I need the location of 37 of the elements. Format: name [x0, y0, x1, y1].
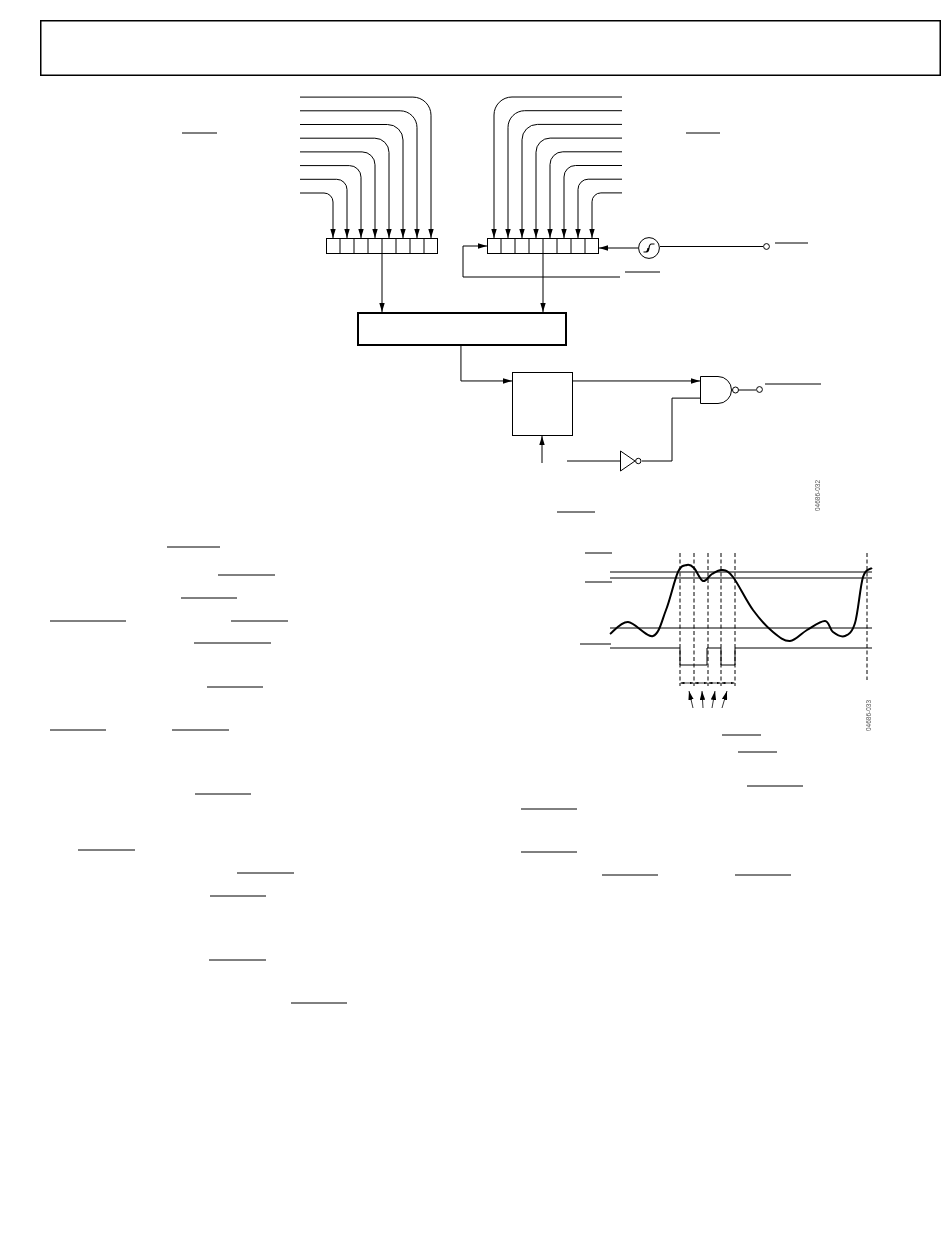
arrow: [299, 165, 364, 239]
pin-circle: [756, 386, 763, 393]
nand-gate: [700, 376, 739, 404]
arrow: [589, 192, 623, 239]
arrow: [575, 178, 623, 239]
arrow: [299, 96, 434, 239]
arrow: [533, 137, 623, 239]
register: [487, 238, 599, 254]
connector-line: [659, 246, 764, 247]
process-box: [357, 312, 567, 346]
arrow: [460, 345, 513, 384]
arrow: [379, 253, 385, 313]
process-box: [512, 372, 573, 436]
header-frame: [40, 20, 941, 76]
arrow: [519, 123, 623, 239]
connector-line: [566, 460, 621, 462]
connector-line: [641, 397, 701, 462]
arrow: [491, 96, 623, 239]
register: [326, 238, 438, 254]
arrow: [540, 253, 546, 313]
arrow: [561, 165, 623, 239]
arrow: [299, 151, 378, 239]
arrow: [299, 192, 336, 239]
arrow: [547, 151, 623, 239]
arrow: [299, 124, 406, 239]
arrow: [539, 435, 545, 464]
arrow: [572, 378, 701, 384]
arrow: [462, 243, 621, 278]
arrow: [598, 245, 639, 251]
arrow: [299, 137, 392, 239]
schmitt-trigger-circle: [638, 237, 660, 259]
connector-line: [738, 389, 757, 391]
pin-circle: [763, 243, 770, 250]
arrow: [299, 178, 350, 239]
arrow: [505, 110, 623, 239]
inverter: [620, 450, 642, 472]
arrow: [299, 110, 420, 239]
